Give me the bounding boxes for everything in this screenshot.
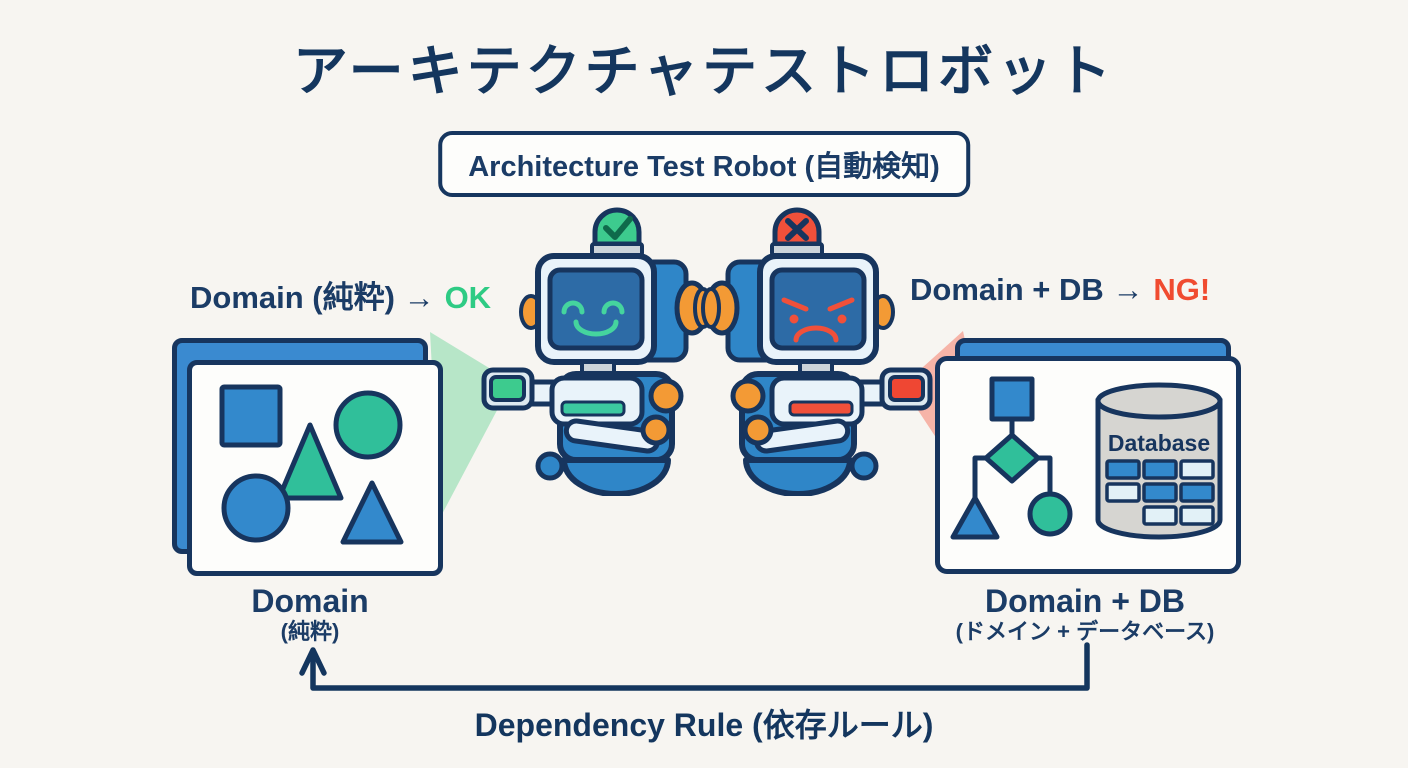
foot-wheel <box>535 451 565 481</box>
verdict-reject-label: Domain + DB → <box>910 272 1144 307</box>
database-top <box>1095 382 1223 420</box>
database-label: Database <box>1108 430 1210 456</box>
subtitle-box: Architecture Test Robot (自動検知) <box>438 131 970 197</box>
database-cylinder: Database <box>1095 382 1223 540</box>
verdict-approve-result: OK <box>444 280 492 315</box>
shoulder-joint <box>730 378 766 414</box>
blue-circle-shape <box>221 473 291 543</box>
approve-robot <box>481 207 713 496</box>
flowchart-triangle <box>950 495 1000 540</box>
x-icon <box>785 218 809 241</box>
verdict-approve-label: Domain (純粋) → <box>190 280 435 315</box>
domain-shapes <box>219 384 404 545</box>
flowchart-diamond <box>983 432 1041 484</box>
domain-db-card-caption: Domain + DB (ドメイン + データベース) <box>915 583 1255 646</box>
domain-caption-sub: (純粋) <box>280 619 340 645</box>
blue-triangle-shape <box>340 480 404 545</box>
teal-circle-shape <box>333 390 403 460</box>
dependency-rule-label: Dependency Rule (依存ルール) <box>474 707 934 743</box>
teal-triangle-shape <box>276 422 344 501</box>
domain-card-front <box>187 360 443 576</box>
verdict-approve: Domain (純粋) → OK <box>190 272 491 317</box>
verdict-reject: Domain + DB → NG! <box>910 272 1210 308</box>
subtitle-text: Architecture Test Robot (自動検知) <box>468 151 940 183</box>
happy-face <box>561 300 625 337</box>
elbow-joint <box>742 414 774 446</box>
domain-db-card: Database <box>935 338 1241 574</box>
blue-square-shape <box>219 384 283 448</box>
flowchart-square <box>989 376 1035 422</box>
ear-inner <box>701 287 721 329</box>
chest-stripe <box>788 400 854 417</box>
scanner-lens-red <box>888 375 925 402</box>
domain-db-caption-main: Domain + DB <box>984 583 1186 619</box>
face-screen <box>769 267 867 351</box>
check-icon <box>603 216 633 240</box>
domain-db-caption-sub: (ドメイン + データベース) <box>955 619 1215 645</box>
robot-base <box>561 457 671 496</box>
reject-robot <box>701 207 933 496</box>
flowchart-circle <box>1027 491 1073 537</box>
elbow-joint <box>640 414 672 446</box>
face-screen <box>547 267 645 351</box>
chest-stripe <box>560 400 626 417</box>
domain-card <box>172 338 443 576</box>
database-rows <box>1105 459 1215 526</box>
scanner-lens-green <box>489 375 526 402</box>
domain-db-card-front: Database <box>935 356 1241 574</box>
domain-db-graphics: Database <box>950 376 1223 540</box>
page-title: アーキテクチャテストロボット <box>292 40 1116 102</box>
angry-face <box>781 297 855 343</box>
shoulder-joint <box>648 378 684 414</box>
robot-base <box>743 457 853 496</box>
domain-card-caption: Domain (純粋) <box>185 583 435 646</box>
arrowhead-up-icon <box>299 647 327 676</box>
flowchart <box>950 376 1073 540</box>
domain-caption-main: Domain <box>251 583 369 619</box>
foot-wheel <box>849 451 879 481</box>
verdict-reject-result: NG! <box>1153 272 1211 307</box>
